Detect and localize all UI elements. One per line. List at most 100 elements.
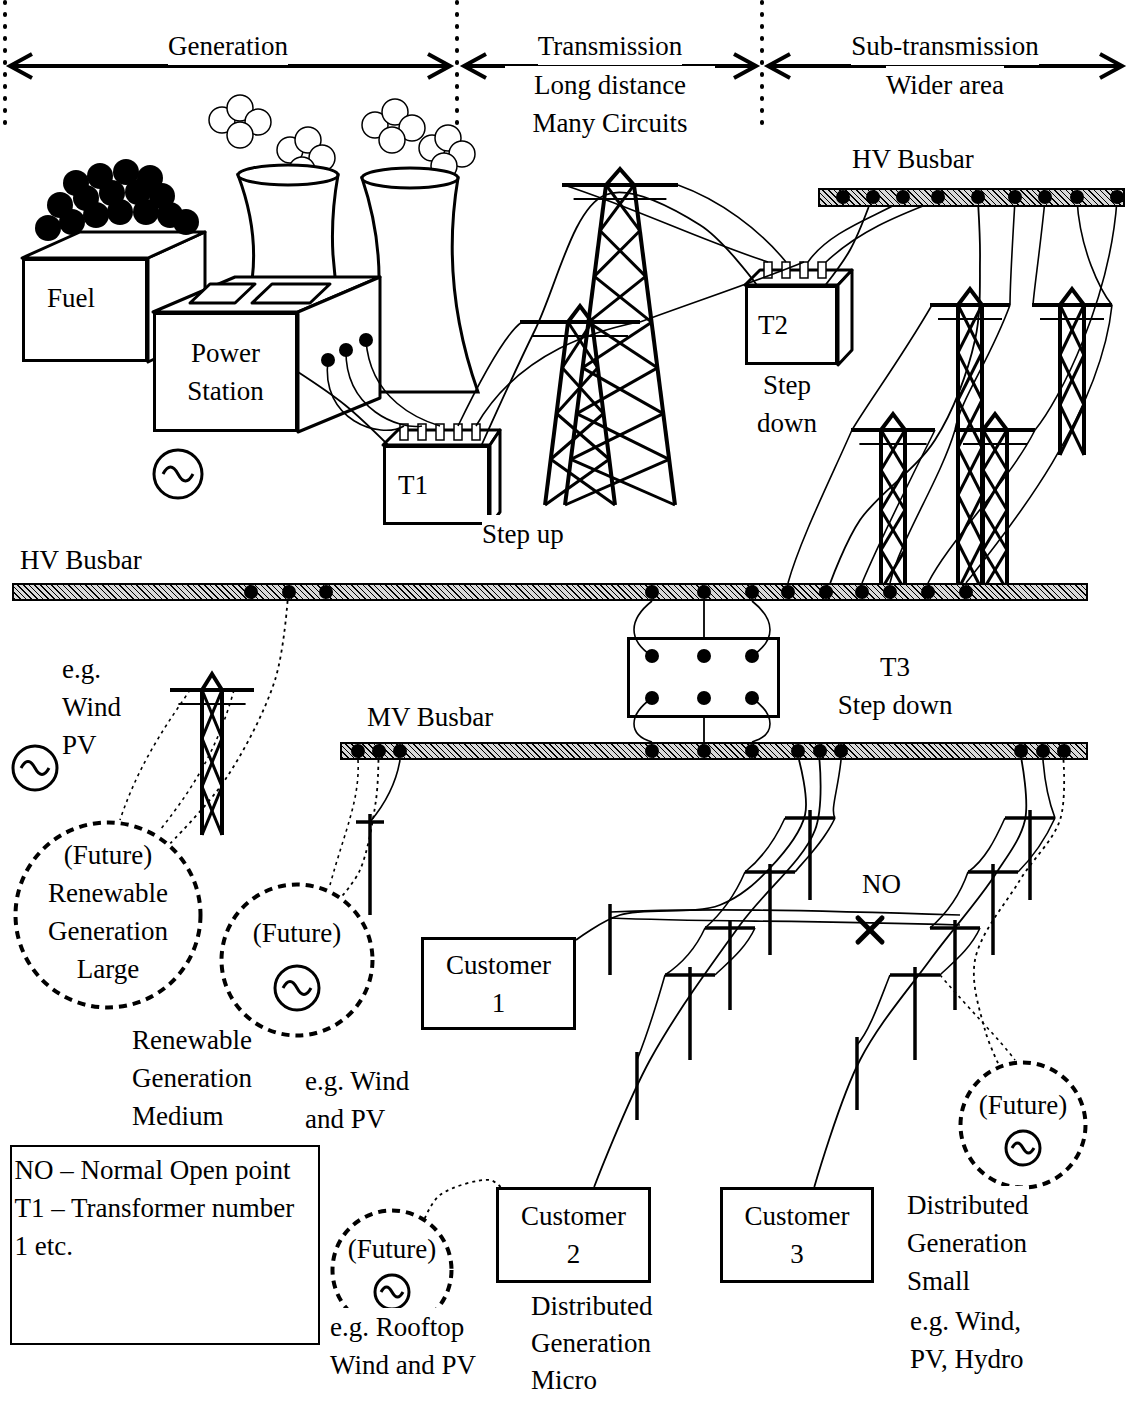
dashed-circle-outline xyxy=(219,882,375,1038)
distribution-pole xyxy=(785,810,835,900)
section-divider xyxy=(760,2,764,130)
terminal-dot xyxy=(319,585,333,599)
label-holder: Generation xyxy=(118,27,338,65)
label-holder: Wider area xyxy=(845,66,1045,104)
transmission-tower xyxy=(958,495,982,543)
coal-lump xyxy=(87,163,113,189)
transmission-tower xyxy=(983,510,1007,550)
transmission-tower xyxy=(881,470,905,510)
power-station-body xyxy=(252,284,330,303)
generation-circle: (Future)Renewable Generation Large xyxy=(13,820,203,1010)
transmission-tower xyxy=(983,414,1007,430)
transmission-tower xyxy=(983,430,1007,470)
dashed-circle-outline xyxy=(958,1060,1088,1190)
node-text: Customer 3 xyxy=(745,1197,850,1273)
distribution-pole xyxy=(665,967,715,1060)
transformer-note: Step down xyxy=(757,366,817,442)
transmission-tower xyxy=(557,368,598,414)
section-note: Wider area xyxy=(886,66,1004,104)
generation-circle: (Future) xyxy=(219,882,375,1038)
transmission-tower xyxy=(600,231,646,277)
generation-circle: (Future) xyxy=(958,1060,1088,1190)
transmission-tower xyxy=(520,306,640,505)
label-holder: NO xyxy=(862,865,912,903)
transformer-box: T2 xyxy=(745,285,838,365)
overhead-wire xyxy=(752,601,770,656)
node-text: NO – Normal Open point xyxy=(15,1151,291,1189)
section-title: Transmission xyxy=(538,27,683,65)
terminal-dot xyxy=(883,585,897,599)
overhead-wire xyxy=(940,975,1015,1060)
terminal-dot xyxy=(745,649,759,663)
power-station-body xyxy=(190,284,255,303)
transmission-tower xyxy=(170,169,1112,835)
distribution-pole xyxy=(953,920,957,1010)
overhead-wire xyxy=(955,305,1010,430)
power-line xyxy=(576,760,806,940)
terminal-dot xyxy=(321,353,335,367)
overhead-wire xyxy=(564,185,768,262)
overhead-wire xyxy=(370,760,400,822)
overhead-wire xyxy=(968,818,1005,872)
terminal-dot xyxy=(339,343,353,357)
overhead-wire xyxy=(120,690,190,820)
overhead-wire xyxy=(678,185,786,262)
transmission-tower xyxy=(930,289,1010,590)
node-heading: HV Busbar xyxy=(20,541,190,579)
terminal-dot xyxy=(931,190,945,204)
transmission-tower xyxy=(202,690,222,738)
transmission-tower xyxy=(170,688,254,692)
overhead-wire xyxy=(366,340,440,426)
transmission-tower xyxy=(577,414,669,460)
power-line xyxy=(482,192,757,445)
insulator xyxy=(472,424,480,440)
transmission-tower xyxy=(955,414,1035,590)
overhead-wire xyxy=(637,975,665,1060)
transmission-tower xyxy=(568,322,598,368)
node-text: T2 xyxy=(758,306,788,344)
overhead-wire xyxy=(330,760,358,885)
customer-box: Customer 3 xyxy=(720,1187,874,1283)
overhead-wire xyxy=(160,690,234,830)
terminal-dot xyxy=(745,585,759,599)
transmission-tower xyxy=(202,787,222,835)
label-holder: Long distance Many Circuits xyxy=(505,66,715,142)
transmission-tower xyxy=(200,690,204,835)
cooling-tower xyxy=(238,165,338,185)
transmission-tower xyxy=(851,428,935,432)
terminal-dot xyxy=(372,744,386,758)
transmission-tower xyxy=(1060,289,1084,305)
transmission-tower xyxy=(851,414,935,590)
transmission-tower xyxy=(881,414,905,430)
transformer-body xyxy=(838,270,852,365)
transmission-tower xyxy=(1060,355,1084,405)
power-line xyxy=(169,601,288,845)
terminal-dot xyxy=(791,744,805,758)
insulator xyxy=(436,424,444,440)
node-text: Power Station xyxy=(187,334,264,410)
steam-cloud xyxy=(227,122,253,148)
switch-label: NO xyxy=(862,865,901,903)
overhead-wire xyxy=(1010,200,1015,305)
transmission-tower xyxy=(594,231,640,277)
overhead-wire xyxy=(808,200,903,262)
transmission-tower xyxy=(545,459,609,505)
coal-lump xyxy=(137,165,163,191)
node-heading: HV Busbar xyxy=(852,140,1022,178)
power-line xyxy=(340,760,378,898)
transmission-tower xyxy=(202,690,222,738)
transmission-tower xyxy=(881,430,905,470)
transmission-tower xyxy=(551,459,615,505)
terminal-dot xyxy=(645,744,659,758)
overhead-wire xyxy=(634,698,652,742)
transmission-tower xyxy=(577,368,658,414)
transmission-tower xyxy=(1060,405,1084,455)
dashed-circle-outline xyxy=(222,885,373,1036)
power-line xyxy=(830,207,980,583)
label-holder: Step up xyxy=(482,515,602,553)
transmission-tower xyxy=(220,690,224,835)
transmission-tower xyxy=(881,470,905,510)
overhead-wire xyxy=(327,360,404,430)
terminal-dot xyxy=(745,691,759,705)
